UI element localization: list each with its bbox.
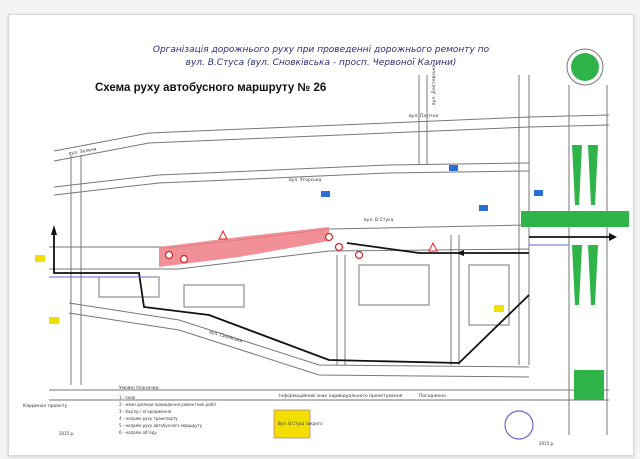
route-arrows xyxy=(51,225,617,256)
map-title-line-1: Організація дорожнього руху при проведен… xyxy=(152,45,490,55)
street-label: вул. В.Стуса xyxy=(364,217,393,223)
street-label: вул. Угорська xyxy=(289,177,322,183)
map-title-line-2: вул. В.Стуса (вул. Сновківська - просп. … xyxy=(185,58,457,68)
legend-item: 2 - межі ділянки проведення ремонтних ро… xyxy=(119,402,217,407)
approval-title: Погоджено xyxy=(419,393,446,399)
no-entry-sign-icon xyxy=(354,250,364,260)
info-sign-icon xyxy=(479,205,488,211)
legend-item: 6 - напрям об'їзду xyxy=(119,430,157,435)
info-sign-icon xyxy=(321,191,330,197)
project-label: Кардинал проекту xyxy=(23,403,68,409)
green-median xyxy=(521,211,629,227)
legend-item: 5 - напрям руху автобусного маршруту xyxy=(119,423,203,428)
legend-heading: Умовні позначки: xyxy=(119,385,160,391)
street-label: вул. Пасічна xyxy=(409,113,439,119)
warning-sign-icon xyxy=(218,229,228,240)
legend-item: 1 - знак xyxy=(119,395,136,400)
footer: Кардинал проекту 2015 р. Інформаційний з… xyxy=(23,392,554,446)
detour-sign-icon xyxy=(49,317,59,324)
project-date: 2015 р. xyxy=(59,431,74,436)
street-labels: вул. Зелена вул. Пасічна вул. Угорська в… xyxy=(68,65,438,345)
road-signs xyxy=(35,165,543,324)
legend-item: 3 - бар'єр / огородження xyxy=(119,409,172,414)
info-sign-box xyxy=(273,409,311,439)
map-drawing: вул. Зелена вул. Пасічна вул. Угорська в… xyxy=(23,48,629,446)
route-title: Схема руху автобусного маршруту № 26 xyxy=(95,82,327,94)
info-sign-icon xyxy=(449,165,458,171)
repair-zone xyxy=(159,227,329,267)
detour-arrows xyxy=(49,244,569,278)
roundabout xyxy=(571,53,599,81)
map-sheet: Організація дорожнього руху при проведен… xyxy=(8,14,634,456)
street-label: вул. Сихівська xyxy=(208,329,243,344)
approval-stamp xyxy=(504,410,534,440)
street-label: вул. Зелена xyxy=(68,146,97,157)
legend: Умовні позначки: 1 - знак 2 - межі ділян… xyxy=(119,385,217,435)
bus-route-path xyxy=(53,230,609,364)
green-areas xyxy=(521,48,629,400)
street-label: вул. Дністерська xyxy=(431,65,437,105)
info-sign-title: Інформаційний знак індивідуального проек… xyxy=(279,392,403,399)
no-entry-sign-icon xyxy=(324,232,334,242)
approval-date: 2015 р. xyxy=(539,441,554,446)
info-sign-icon xyxy=(534,190,543,196)
warning-sign-icon xyxy=(428,241,438,252)
info-sign-text: Вул. В.Стуса закрито xyxy=(278,421,323,426)
no-entry-sign-icon xyxy=(179,254,189,264)
no-entry-sign-icon xyxy=(164,250,174,260)
detour-sign-icon xyxy=(35,255,45,262)
no-entry-sign-icon xyxy=(334,242,344,252)
detour-sign-icon xyxy=(494,305,504,312)
road-network xyxy=(49,75,610,435)
legend-item: 4 - напрям руху транспорту xyxy=(119,416,178,421)
